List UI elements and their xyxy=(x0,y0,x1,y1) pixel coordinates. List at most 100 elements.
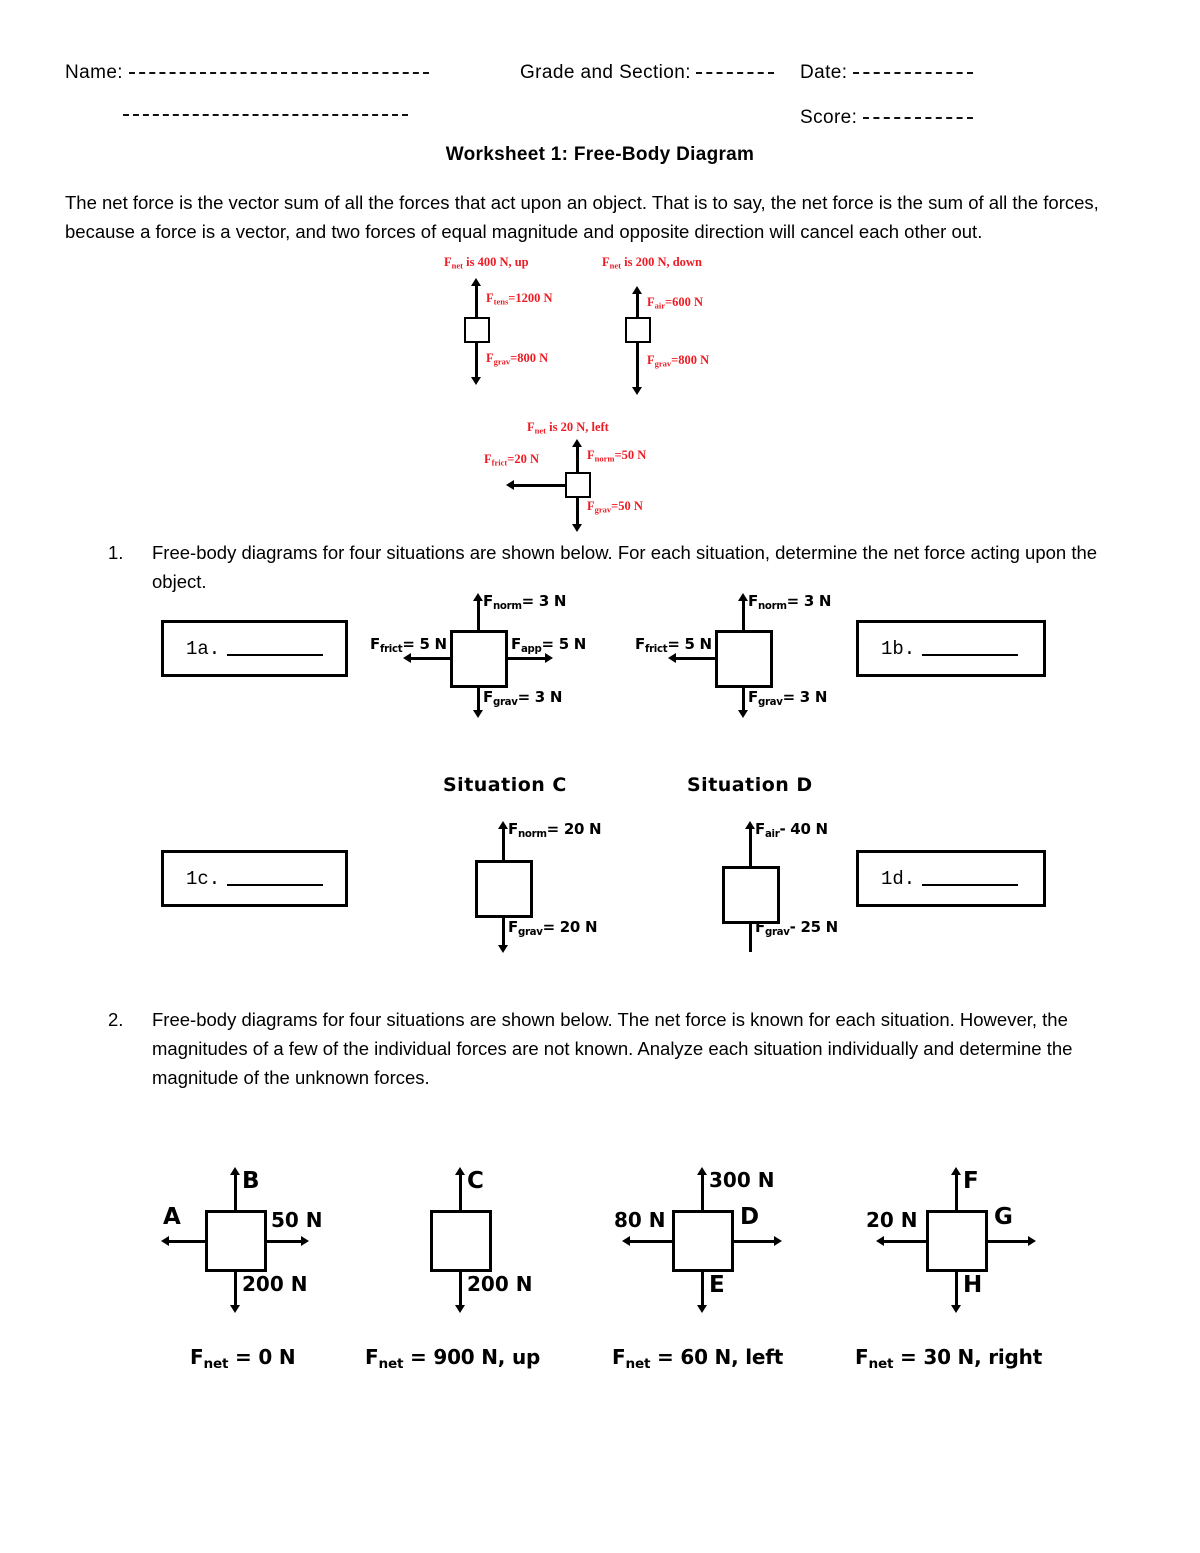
example-3-gravity-label: Fgrav=50 N xyxy=(587,499,643,515)
situation-b-normal-shaft xyxy=(742,600,745,632)
q2-diagram-1-up-shaft xyxy=(234,1174,237,1212)
situation-d-gravity-shaft xyxy=(749,922,752,952)
situation-a-normal-label: Fnorm= 3 N xyxy=(483,592,567,612)
answer-box-1a-label: 1a. xyxy=(186,637,221,660)
example-diagram-1: Fnet is 400 N, up Ftens=1200 N Fgrav=800… xyxy=(444,255,614,385)
situation-b-friction-label: Ffrict= 5 N xyxy=(635,635,712,655)
date-label: Date: xyxy=(800,62,848,83)
example-diagram-2: Fnet is 200 N, down Fair=600 N Fgrav=800… xyxy=(602,255,782,395)
example-2-air-label: Fair=600 N xyxy=(647,295,704,311)
intro-paragraph: The net force is the vector sum of all t… xyxy=(65,192,1099,242)
situation-d-title: Situation D xyxy=(687,774,813,796)
answer-box-1c-label: 1c. xyxy=(186,867,221,890)
example-2-up-arrowhead xyxy=(632,286,642,294)
q2-diagram-4-up-shaft xyxy=(955,1174,958,1212)
situation-d-diagram: Fair- 40 N Fgrav- 25 N xyxy=(700,818,920,953)
example-1-gravity-label: Fgrav=800 N xyxy=(486,351,549,367)
situation-b-gravity-label: Fgrav= 3 N xyxy=(748,688,828,708)
situation-c-gravity-shaft xyxy=(502,916,505,948)
example-3-net-force-label: Fnet is 20 N, left xyxy=(527,420,609,436)
situation-d-up-arrowhead xyxy=(745,821,755,829)
example-1-down-arrowhead xyxy=(471,377,481,385)
answer-box-1d[interactable]: 1d. xyxy=(856,850,1046,907)
example-1-net-force-label: Fnet is 400 N, up xyxy=(444,255,529,271)
situation-b-down-arrowhead xyxy=(738,710,748,718)
name-blank-line[interactable] xyxy=(128,72,429,74)
q2-diagram-1-up-label: B xyxy=(242,1168,260,1194)
q2-diagram-2: C 200 N xyxy=(380,1160,610,1313)
example-3-object-box xyxy=(565,472,591,498)
situation-a-object-box xyxy=(450,630,508,688)
situation-c-title: Situation C xyxy=(443,774,567,796)
grade-blank-line[interactable] xyxy=(695,72,774,74)
answer-box-1b[interactable]: 1b. xyxy=(856,620,1046,677)
q2-diagram-2-fnet: Fnet = 900 N, up xyxy=(365,1345,541,1372)
answer-box-1d-blank[interactable] xyxy=(922,872,1019,886)
q2-diagram-3-fnet: Fnet = 60 N, left xyxy=(612,1345,784,1372)
q2-diagram-2-up-label: C xyxy=(467,1168,484,1194)
answer-box-1a[interactable]: 1a. xyxy=(161,620,348,677)
q2-diagram-1-down-shaft xyxy=(234,1270,237,1308)
q2-diagram-4-right-arrowhead xyxy=(1028,1236,1036,1246)
answer-box-1b-blank[interactable] xyxy=(922,642,1019,656)
q2-diagram-3-right-label: D xyxy=(740,1204,760,1230)
q2-diagram-4-left-shaft xyxy=(884,1240,928,1243)
q2-diagram-3-left-shaft xyxy=(630,1240,674,1243)
question-1-number: 1. xyxy=(108,542,124,563)
name-blank-line-2[interactable] xyxy=(123,114,408,116)
situation-b-gravity-shaft xyxy=(742,686,745,714)
spacer-cell xyxy=(520,107,800,129)
q2-diagram-1-left-arrowhead xyxy=(161,1236,169,1246)
q2-diagram-3-down-shaft xyxy=(701,1270,704,1308)
q2-diagram-4-down-arrowhead xyxy=(951,1305,961,1313)
example-3-friction-label: Ffrict=20 N xyxy=(484,452,539,468)
situation-a-friction-label: Ffrict= 5 N xyxy=(370,635,447,655)
score-blank-line[interactable] xyxy=(863,117,974,119)
q2-diagram-3-object-box xyxy=(672,1210,734,1272)
q2-diagram-1-right-shaft xyxy=(265,1240,303,1243)
example-2-gravity-label: Fgrav=800 N xyxy=(647,353,710,369)
name-second-line-group xyxy=(65,107,520,129)
example-diagram-3: Fnet is 20 N, left Ffrict=20 N Fnorm=50 … xyxy=(484,420,664,532)
answer-box-1c-blank[interactable] xyxy=(227,872,324,886)
grade-field-group: Grade and Section: xyxy=(520,62,800,84)
q2-diagram-2-down-label: 200 N xyxy=(467,1272,533,1296)
situation-a-right-arrowhead xyxy=(545,653,553,663)
page-title: Worksheet 1: Free-Body Diagram xyxy=(445,144,755,165)
situation-b-diagram: Fnorm= 3 N Fgrav= 3 N Ffrict= 5 N xyxy=(625,592,855,718)
example-2-down-arrowhead xyxy=(632,387,642,395)
q2-diagram-4-up-arrowhead xyxy=(951,1167,961,1175)
situation-a-applied-shaft xyxy=(507,657,547,660)
date-blank-line[interactable] xyxy=(853,72,974,74)
header: Name: Grade and Section: Date: Score: xyxy=(65,62,1135,129)
example-1-tension-label: Ftens=1200 N xyxy=(486,291,553,307)
grade-label: Grade and Section: xyxy=(520,62,691,83)
example-3-friction-shaft xyxy=(514,484,566,487)
q2-diagram-1-right-label: 50 N xyxy=(271,1208,323,1232)
q2-diagram-1: B 200 N A 50 N xyxy=(155,1160,405,1313)
answer-box-1a-blank[interactable] xyxy=(227,642,324,656)
situation-d-air-shaft xyxy=(749,828,752,868)
situation-a-left-arrowhead xyxy=(403,653,411,663)
situation-d-object-box xyxy=(722,866,780,924)
q2-diagram-3-left-label: 80 N xyxy=(614,1208,666,1232)
date-field-group: Date: xyxy=(800,62,1060,84)
answer-box-1d-label: 1d. xyxy=(881,867,916,890)
q2-diagram-4-object-box xyxy=(926,1210,988,1272)
q2-diagram-3-down-label: E xyxy=(709,1272,725,1298)
situation-a-gravity-shaft xyxy=(477,686,480,714)
q2-diagram-1-up-arrowhead xyxy=(230,1167,240,1175)
q2-diagram-3-up-arrowhead xyxy=(697,1167,707,1175)
answer-box-1c[interactable]: 1c. xyxy=(161,850,348,907)
q2-diagram-3: 300 N E 80 N D xyxy=(612,1160,862,1313)
q2-diagram-4: F H 20 N G xyxy=(858,1160,1108,1313)
situation-a-applied-label: Fapp= 5 N xyxy=(511,635,587,655)
example-2-net-force-label: Fnet is 200 N, down xyxy=(602,255,702,271)
q2-diagram-1-fnet: Fnet = 0 N xyxy=(190,1345,296,1372)
example-3-up-arrowhead xyxy=(572,439,582,447)
q2-diagram-1-object-box xyxy=(205,1210,267,1272)
q2-diagram-4-right-label: G xyxy=(994,1204,1013,1230)
question-1: 1. Free-body diagrams for four situation… xyxy=(108,538,1128,596)
q2-diagram-2-down-shaft xyxy=(459,1270,462,1308)
